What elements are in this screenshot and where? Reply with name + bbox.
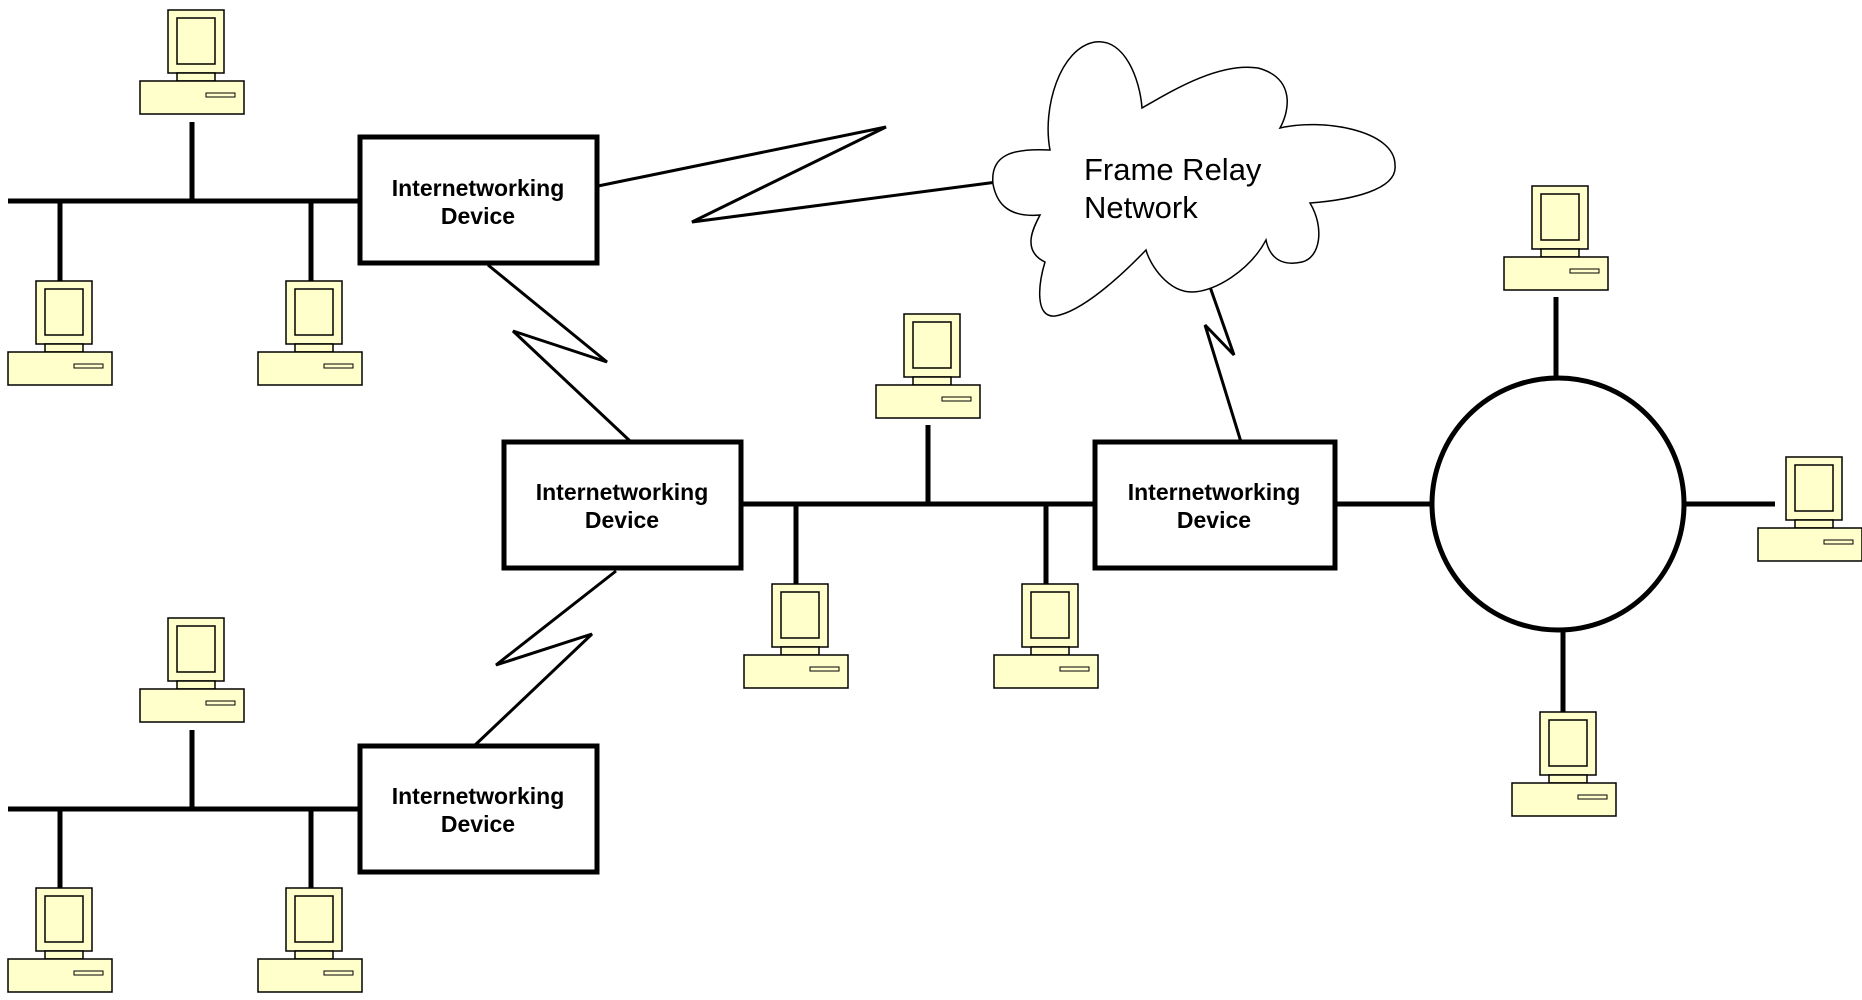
workstation-icon <box>139 617 245 723</box>
workstation-icon <box>7 280 113 386</box>
serial-link-icon <box>1195 249 1243 443</box>
lan-segments <box>8 122 1775 890</box>
cloud-icon <box>992 41 1396 317</box>
workstation-icon <box>139 9 245 115</box>
device-label: Internetworking <box>392 175 565 201</box>
workstation-icon <box>257 887 363 993</box>
device-label: Device <box>441 811 515 837</box>
workstation-icon <box>993 583 1099 689</box>
internetworking-device: Internetworking Device <box>357 743 600 875</box>
internetworking-device: Internetworking Device <box>501 439 744 571</box>
token-ring-icon <box>1429 375 1687 633</box>
workstation-icon <box>743 583 849 689</box>
device-label: Device <box>585 507 659 533</box>
device-label: Internetworking <box>392 783 565 809</box>
workstation-icon <box>7 887 113 993</box>
serial-link-icon <box>471 569 617 749</box>
cloud-label: Frame Relay <box>1084 152 1262 187</box>
workstation-icon <box>1503 185 1609 291</box>
wan-links <box>471 125 1243 749</box>
workstation-icon <box>1511 711 1617 817</box>
workstation-icon <box>257 280 363 386</box>
serial-link-icon <box>597 125 998 224</box>
device-label: Internetworking <box>536 479 709 505</box>
device-label: Device <box>1177 507 1251 533</box>
device-label: Device <box>441 203 515 229</box>
workstation-icon <box>1757 456 1862 562</box>
cloud-label: Network <box>1084 190 1198 225</box>
internetworking-device: Internetworking Device <box>1092 439 1338 571</box>
workstation-icon <box>875 313 981 419</box>
serial-link-icon <box>487 263 632 443</box>
device-label: Internetworking <box>1128 479 1301 505</box>
internetworking-device: Internetworking Device <box>357 134 600 266</box>
frame-relay-cloud: Frame Relay Network <box>992 41 1396 317</box>
